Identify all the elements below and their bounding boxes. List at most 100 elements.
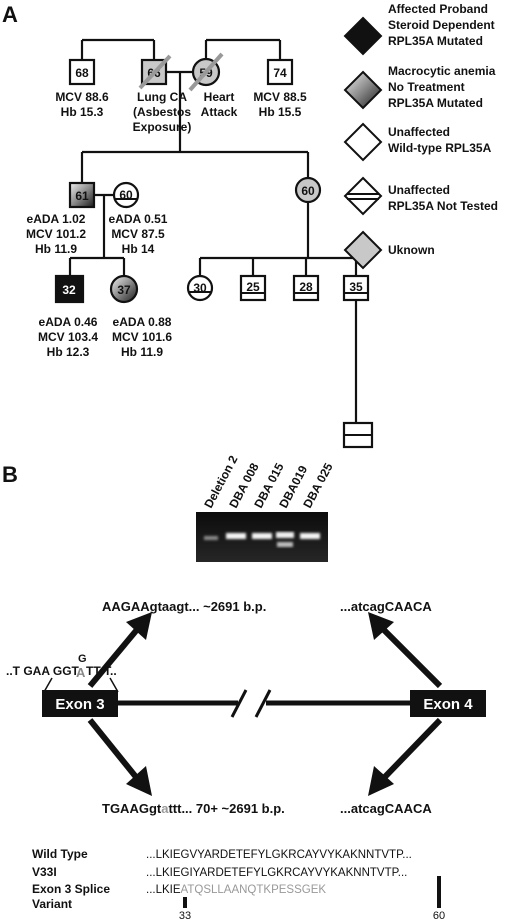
- age-label: 74: [273, 66, 287, 80]
- legend-text: RPL35A Not Tested: [388, 199, 498, 213]
- legend-item-untested: Unaffected RPL35A Not Tested: [343, 176, 498, 216]
- break-mark: [230, 689, 248, 718]
- age-label: 35: [349, 280, 363, 294]
- alignment-label: Variant: [32, 897, 72, 911]
- individual-gen3-30: 30: [186, 274, 214, 302]
- alignment-seq: ...LKIEGIYARDETEFYLGKRCAYVYKAKNNTVTP...: [146, 867, 407, 879]
- individual-gen2-60-right: 60: [294, 176, 322, 204]
- alignment-seq: ...LKIEATQSLLAANQTKPESSGEK: [146, 884, 326, 896]
- legend-item-unaffected: Unaffected Wild-type RPL35A: [343, 122, 492, 162]
- legend-text: Unaffected: [388, 125, 450, 139]
- seq-left-g: G: [78, 653, 87, 665]
- arrowheads: [126, 612, 394, 796]
- deceased-slash: [138, 54, 172, 90]
- top-seq-right: ...atcagCAACA: [340, 599, 432, 614]
- exon-4-box: Exon 4: [410, 690, 486, 717]
- exon-3-label: Exon 3: [55, 696, 104, 713]
- info-line: MCV 101.6: [112, 330, 172, 344]
- info-line: Heart: [204, 90, 235, 104]
- legend-text: Affected Proband: [388, 2, 488, 16]
- individual-gen3-32-proband: 32: [54, 274, 85, 304]
- individual-gen2-60-spouse: 60: [112, 181, 140, 209]
- bot-seq-right: ...atcagCAACA: [340, 801, 432, 816]
- exon-4-label: Exon 4: [423, 696, 473, 713]
- individual-gen4: [342, 421, 374, 449]
- top-seq-left: AAGAAgtaagt... ~2691 b.p.: [102, 599, 266, 614]
- legend-text: Uknown: [388, 243, 435, 257]
- individual-gen3-25: 25: [239, 274, 267, 302]
- bot-seq-part: ttt... 70+ ~2691 b.p.: [168, 801, 284, 816]
- legend-text: Steroid Dependent: [388, 18, 495, 32]
- info-line: MCV 103.4: [38, 330, 98, 344]
- legend-text: Wild-type RPL35A: [388, 141, 492, 155]
- alignment-label: Exon 3 Splice: [32, 882, 110, 896]
- info-line: Hb 14: [122, 242, 155, 256]
- gel-image: [196, 512, 328, 562]
- legend-text: Macrocytic anemia: [388, 64, 496, 78]
- exon-3-box: Exon 3: [42, 690, 118, 717]
- info-line: MCV 101.2: [26, 227, 86, 241]
- info-line: MCV 88.5: [253, 90, 307, 104]
- bot-seq-left: TGAAGgtattt... 70+ ~2691 b.p.: [102, 801, 285, 816]
- individual-gen1-74: 74: [266, 58, 294, 86]
- seq-black: ...LKIE: [146, 884, 181, 896]
- age-label: 61: [75, 189, 89, 203]
- zoom-line: [109, 677, 119, 693]
- seq-grey: ATQSLLAANQTKPESSGEK: [181, 884, 327, 896]
- panel-b-label: B: [2, 462, 18, 487]
- info-line: eADA 0.51: [109, 212, 168, 226]
- info-line: Attack: [201, 105, 238, 119]
- alignment-label: V33I: [32, 865, 57, 879]
- info-line: Hb 11.9: [121, 345, 163, 359]
- bot-seq-part: TGAAGgt: [102, 801, 162, 816]
- seq-left-start: ..T GAA GGT: [6, 664, 80, 678]
- individual-gen1-66: 66: [138, 54, 172, 90]
- age-label: 32: [62, 283, 76, 297]
- legend-text: No Treatment: [388, 80, 465, 94]
- age-label: 25: [246, 280, 260, 294]
- info-line: Hb 11.9: [35, 242, 77, 256]
- info-line: (Asbestos: [133, 105, 191, 119]
- legend-text: RPL35A Mutated: [388, 96, 483, 110]
- seq-left: ..T GAA GGT: [6, 664, 80, 678]
- legend-item-affected: Affected Proband Steroid Dependent RPL35…: [343, 2, 495, 56]
- break-mark: [254, 689, 272, 718]
- position-marker: [437, 876, 441, 908]
- gen3-info: eADA 0.46 MCV 103.4 Hb 12.3 eADA 0.88 MC…: [38, 315, 172, 359]
- position-label: 60: [433, 910, 445, 921]
- bot-seq-highlight: a: [161, 801, 169, 816]
- legend-item-unknown: Uknown: [343, 230, 435, 270]
- zoom-line: [43, 677, 53, 693]
- info-line: Hb 15.5: [259, 105, 302, 119]
- gen1-info: MCV 88.6 Hb 15.3 Lung CA (Asbestos Expos…: [55, 90, 307, 134]
- individual-gen3-37: 37: [109, 274, 139, 304]
- alignment-label: Wild Type: [32, 847, 88, 861]
- position-label: 33: [179, 910, 191, 921]
- info-line: MCV 87.5: [111, 227, 165, 241]
- seq-left-a: A: [76, 665, 86, 680]
- pedigree-lines: [68, 38, 358, 423]
- panel-a-label: A: [2, 2, 18, 27]
- legend-text: RPL35A Mutated: [388, 34, 483, 48]
- deceased-slash: [188, 52, 224, 92]
- info-line: Lung CA: [137, 90, 187, 104]
- age-label: 30: [193, 281, 207, 295]
- individual-gen2-61: 61: [68, 181, 96, 209]
- position-marker: [183, 897, 187, 908]
- info-line: eADA 0.46: [39, 315, 98, 329]
- age-label: 68: [75, 66, 89, 80]
- gen2-info: eADA 1.02 MCV 101.2 Hb 11.9 eADA 0.51 MC…: [26, 212, 168, 256]
- age-label: 60: [119, 188, 133, 202]
- legend-text: Unaffected: [388, 183, 450, 197]
- age-label: 60: [301, 184, 315, 198]
- individual-gen3-28: 28: [292, 274, 320, 302]
- individual-gen1-59: 59: [188, 52, 224, 92]
- seq-left-end: TT T..: [86, 664, 117, 678]
- alignment: Wild Type ...LKIEGVYARDETEFYLGKRCAYVYKAK…: [32, 847, 445, 921]
- age-label: 37: [117, 283, 131, 297]
- individual-gen1-68: 68: [68, 58, 96, 86]
- legend-item-macrocytic: Macrocytic anemia No Treatment RPL35A Mu…: [343, 64, 496, 110]
- info-line: Hb 15.3: [61, 105, 104, 119]
- info-line: MCV 88.6: [55, 90, 109, 104]
